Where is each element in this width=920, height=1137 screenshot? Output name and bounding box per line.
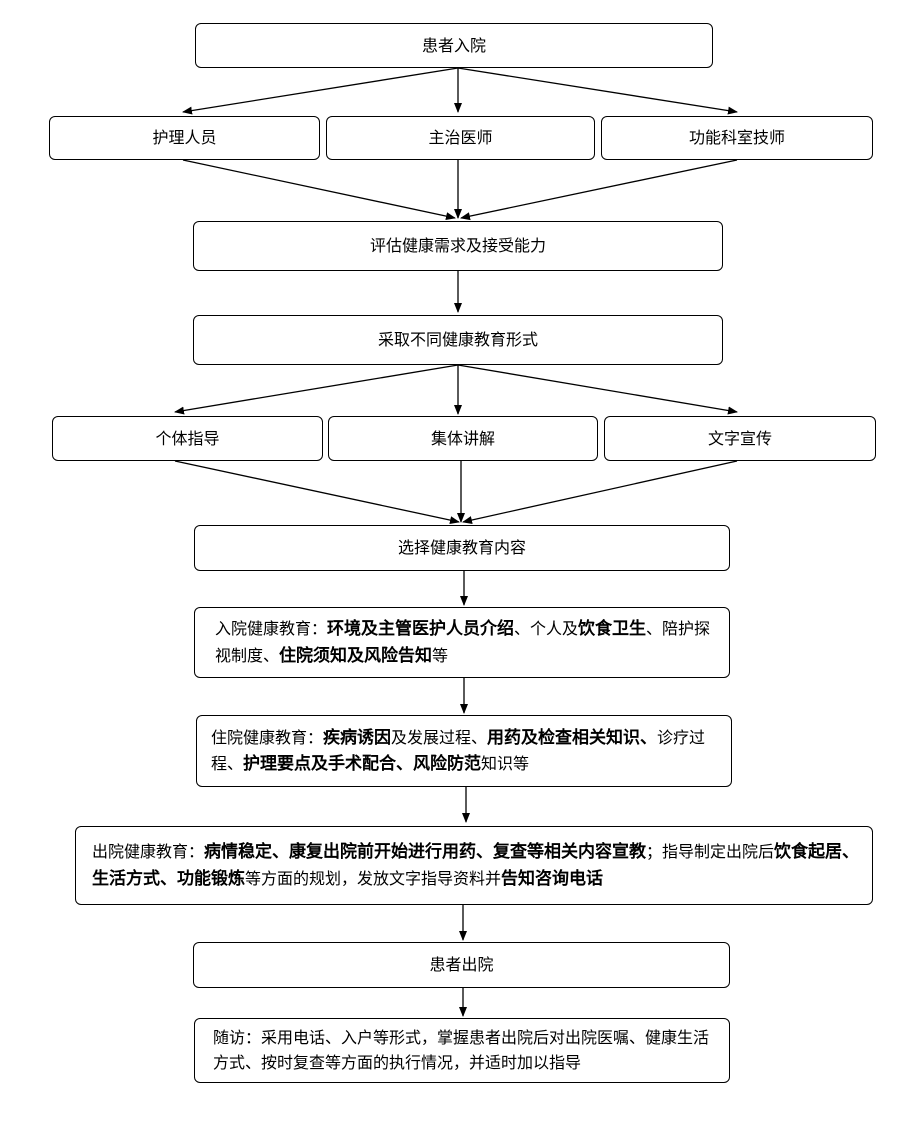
form-box-written: 文字宣传 — [604, 416, 876, 461]
admission-box: 患者入院 — [195, 23, 713, 68]
body-text: 及发展过程、 — [391, 727, 488, 747]
arrow — [462, 460, 738, 524]
arrow — [174, 364, 459, 415]
staff-label: 主治医师 — [428, 128, 493, 148]
admission-edu-text: 入院健康教育：环境及主管医护人员介绍、个人及饮食卫生、陪护探视制度、住院须知及风… — [215, 616, 715, 669]
body-text: 诊疗过程、 — [211, 727, 706, 773]
emphasis-text: 告知咨询电话 — [501, 868, 604, 889]
body-text: 知识等 — [481, 754, 530, 773]
forms-title-label: 采取不同健康教育形式 — [377, 330, 538, 350]
body-text: 、陪护探视制度、 — [215, 619, 711, 665]
inpatient-edu-text: 住院健康教育：疾病诱因及发展过程、用药及检查相关知识、诊疗过程、护理要点及手术配… — [211, 725, 721, 778]
discharge-edu-box: 出院健康教育：病情稳定、康复出院前开始进行用药、复查等相关内容宣教；指导制定出院… — [75, 826, 873, 905]
discharge-box: 患者出院 — [193, 942, 730, 988]
assess-box: 评估健康需求及接受能力 — [193, 221, 723, 271]
body-text: ；指导制定出院后 — [646, 842, 775, 862]
emphasis-text: 疾病诱因 — [323, 727, 392, 748]
arrow — [460, 159, 738, 221]
emphasis-text: 环境及主管医护人员介绍 — [327, 619, 515, 640]
body-text: 等方面的规划，发放文字指导资料并 — [245, 868, 502, 888]
inpatient-edu-box: 住院健康教育：疾病诱因及发展过程、用药及检查相关知识、诊疗过程、护理要点及手术配… — [196, 715, 732, 787]
staff-box-physician: 主治医师 — [326, 116, 595, 160]
arrow — [182, 159, 456, 221]
arrow — [457, 67, 738, 115]
select-box: 选择健康教育内容 — [194, 525, 730, 571]
discharge-edu-text: 出院健康教育：病情稳定、康复出院前开始进行用药、复查等相关内容宣教；指导制定出院… — [92, 839, 860, 892]
body-text: 、个人及 — [514, 619, 579, 639]
arrow — [182, 67, 459, 115]
emphasis-text: 病情稳定、康复出院前开始进行用药、复查等相关内容宣教 — [204, 842, 647, 863]
body-text: 入院健康教育： — [215, 619, 328, 639]
assess-label: 评估健康需求及接受能力 — [369, 236, 546, 256]
form-box-group: 集体讲解 — [328, 416, 598, 461]
followup-text: 随访：采用电话、入户等形式，掌握患者出院后对出院医嘱、健康生活方式、按时复查等方… — [213, 1027, 710, 1072]
forms-title-box: 采取不同健康教育形式 — [193, 315, 723, 365]
arrow — [174, 460, 460, 525]
admission-edu-box: 入院健康教育：环境及主管医护人员介绍、个人及饮食卫生、陪护探视制度、住院须知及风… — [194, 607, 730, 678]
body-text: 住院健康教育： — [211, 727, 324, 747]
emphasis-text: 住院须知及风险告知 — [279, 645, 433, 666]
body-text: 等 — [432, 645, 449, 665]
admission-label: 患者入院 — [421, 35, 486, 55]
form-label: 文字宣传 — [707, 428, 772, 448]
staff-label: 护理人员 — [152, 128, 217, 148]
discharge-label: 患者出院 — [429, 955, 494, 975]
emphasis-text: 饮食起居、生活方式、功能锻炼 — [92, 842, 860, 889]
select-label: 选择健康教育内容 — [397, 538, 526, 558]
emphasis-text: 护理要点及手术配合、风险防范 — [243, 754, 482, 774]
staff-box-technician: 功能科室技师 — [601, 116, 873, 160]
form-box-individual: 个体指导 — [52, 416, 323, 461]
arrow — [457, 364, 738, 415]
form-label: 集体讲解 — [430, 428, 495, 448]
emphasis-text: 饮食卫生 — [578, 619, 647, 640]
followup-box: 随访：采用电话、入户等形式，掌握患者出院后对出院医嘱、健康生活方式、按时复查等方… — [194, 1018, 730, 1083]
form-label: 个体指导 — [155, 428, 220, 448]
emphasis-text: 用药及检查相关知识、 — [487, 727, 658, 748]
staff-label: 功能科室技师 — [688, 128, 785, 148]
staff-box-nurse: 护理人员 — [49, 116, 320, 160]
body-text: 出院健康教育： — [92, 842, 205, 862]
